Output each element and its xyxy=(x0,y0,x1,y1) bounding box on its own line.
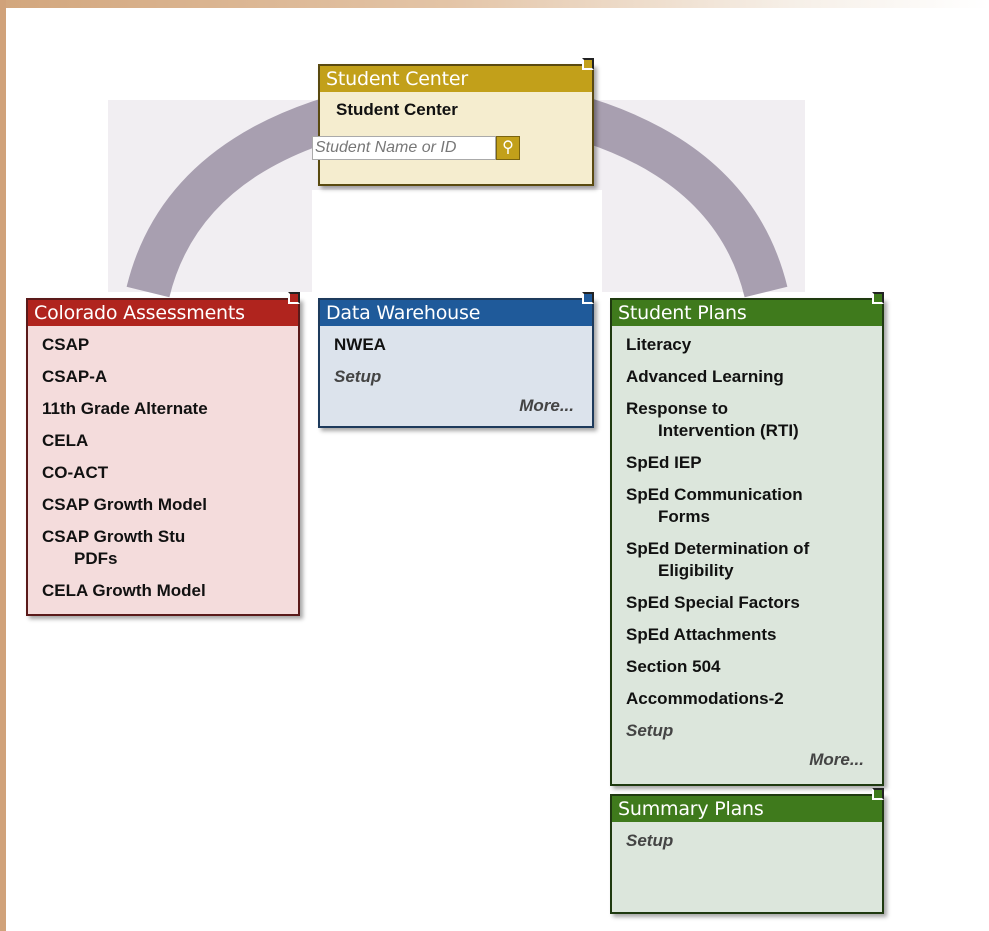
list-item-line: CSAP Growth Stu xyxy=(42,527,186,546)
list-item[interactable]: CSAP xyxy=(42,335,90,354)
list-item-line: Response to xyxy=(626,399,729,418)
student-plans-panel: Student Plans Literacy Advanced Learning… xyxy=(610,292,884,786)
warehouse-list: NWEA Setup xyxy=(320,326,592,394)
list-item[interactable]: CELA Growth Model xyxy=(42,581,206,600)
list-item[interactable]: Response to Intervention (RTI) xyxy=(612,394,882,448)
collapse-toggle[interactable] xyxy=(288,292,300,304)
student-center-link[interactable]: Student Center xyxy=(336,100,458,119)
summary-plans-panel: Summary Plans Setup xyxy=(610,788,884,914)
panel-header[interactable]: Data Warehouse xyxy=(320,300,592,326)
setup-link[interactable]: Setup xyxy=(626,831,674,850)
summary-list: Setup xyxy=(612,822,882,858)
student-center-panel: Student Center Student Center Student Na… xyxy=(312,58,594,186)
list-item-line: PDFs xyxy=(74,549,118,568)
panel-header[interactable]: Student Plans xyxy=(612,300,882,326)
list-item-line: SpEd Communication xyxy=(626,485,803,504)
list-item-line: Intervention (RTI) xyxy=(658,421,799,440)
list-item[interactable]: Section 504 xyxy=(626,657,721,676)
setup-link[interactable]: Setup xyxy=(626,721,674,740)
list-item[interactable]: NWEA xyxy=(334,335,386,354)
list-item[interactable]: SpEd Special Factors xyxy=(626,593,800,612)
panel-header[interactable]: Summary Plans xyxy=(612,796,882,822)
list-item[interactable]: CO-ACT xyxy=(42,463,109,482)
list-item-line: Eligibility xyxy=(658,561,734,580)
plans-list: Literacy Advanced Learning Response to I… xyxy=(612,326,882,748)
setup-link[interactable]: Setup xyxy=(334,367,382,386)
panel-header[interactable]: Colorado Assessments xyxy=(28,300,298,326)
collapse-toggle[interactable] xyxy=(582,292,594,304)
arc-center-mask xyxy=(312,190,602,292)
list-item[interactable]: Literacy xyxy=(626,335,692,354)
collapse-toggle[interactable] xyxy=(872,292,884,304)
list-item[interactable]: SpEd Determination of Eligibility xyxy=(612,534,882,588)
panel-header[interactable]: Student Center xyxy=(320,66,592,92)
more-link[interactable]: More... xyxy=(809,750,864,769)
colorado-assessments-panel: Colorado Assessments CSAP CSAP-A 11th Gr… xyxy=(26,292,300,616)
list-item[interactable]: 11th Grade Alternate xyxy=(42,399,208,418)
collapse-toggle[interactable] xyxy=(872,788,884,800)
list-item[interactable]: SpEd IEP xyxy=(626,453,702,472)
assessment-list: CSAP CSAP-A 11th Grade Alternate CELA CO… xyxy=(28,326,298,608)
collapse-toggle[interactable] xyxy=(582,58,594,70)
data-warehouse-panel: Data Warehouse NWEA Setup More... xyxy=(318,292,594,428)
list-item-line: SpEd Determination of xyxy=(626,539,810,558)
list-item[interactable]: CSAP Growth Model xyxy=(42,495,207,514)
list-item[interactable]: SpEd Communication Forms xyxy=(612,480,882,534)
list-item[interactable]: CELA xyxy=(42,431,89,450)
list-item[interactable]: CSAP Growth Stu PDFs xyxy=(28,522,298,576)
magnifier-icon[interactable]: ⚲ xyxy=(496,136,520,160)
top-accent-bar xyxy=(0,0,989,8)
list-item-line: Forms xyxy=(658,507,710,526)
list-item[interactable]: SpEd Attachments xyxy=(626,625,777,644)
more-link[interactable]: More... xyxy=(519,396,574,415)
left-accent-bar xyxy=(0,0,6,931)
list-item[interactable]: CSAP-A xyxy=(42,367,108,386)
student-search-input[interactable]: Student Name or ID xyxy=(312,136,496,160)
list-item[interactable]: Advanced Learning xyxy=(626,367,784,386)
list-item[interactable]: Accommodations-2 xyxy=(626,689,784,708)
